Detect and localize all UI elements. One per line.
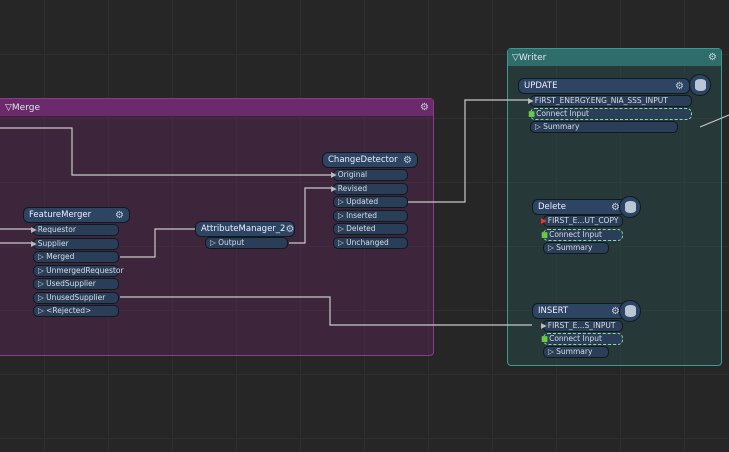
input-port-arrow-icon: ▶ — [528, 96, 534, 105]
gear-icon[interactable]: ⚙ — [285, 223, 295, 235]
port-label: Revised — [337, 183, 368, 193]
port[interactable]: ▷ Merged — [33, 251, 119, 263]
node-title: INSERT — [538, 306, 569, 316]
port-label: Connect Input — [536, 109, 589, 118]
port-label: ▷ UnmergedRequestor — [38, 265, 124, 275]
port-label: ▷ Output — [210, 238, 245, 247]
connection — [289, 187, 333, 244]
connect-input-icon: ■ — [528, 109, 536, 118]
port[interactable]: ▷ Deleted — [333, 223, 408, 235]
node-title: ChangeDetector — [328, 155, 398, 165]
port-label: FIRST_ENERGY.ENG_NIA_SSS_INPUT — [534, 96, 668, 105]
port-label: ▷ Inserted — [338, 210, 378, 220]
gear-icon[interactable]: ⚙ — [611, 305, 620, 317]
gear-icon[interactable]: ⚙ — [420, 102, 429, 113]
port[interactable]: ▷ Updated — [333, 196, 408, 208]
node-attribute-manager[interactable]: AttributeManager_2⚙ — [195, 221, 295, 237]
node-insert[interactable]: INSERT ⚙ — [532, 303, 626, 319]
node-title: UPDATE — [524, 81, 558, 91]
port[interactable]: ▷ Summary — [543, 242, 609, 254]
connection — [120, 228, 195, 258]
port[interactable]: ▷ UnusedSupplier — [33, 291, 119, 304]
port-label: Requestor — [37, 225, 76, 234]
bookmark-title: ▽Writer — [512, 52, 547, 63]
input-port-arrow-icon: ▶ — [31, 225, 37, 234]
database-writer-icon — [619, 196, 641, 218]
input-port-arrow-icon: ▶ — [31, 238, 37, 248]
port-label: ▷ <Rejected> — [38, 306, 92, 315]
port[interactable]: ▷ UnmergedRequestor — [33, 264, 124, 277]
input-port-arrow-icon: ▶ — [331, 183, 337, 193]
port[interactable]: ▷ Output — [205, 237, 288, 249]
gear-icon[interactable]: ⚙ — [611, 201, 620, 213]
port[interactable]: ▶Revised — [331, 182, 408, 195]
input-port-arrow-icon: ▶ — [331, 170, 337, 179]
port[interactable]: ▷ <Rejected> — [33, 305, 119, 317]
node-title: FeatureMerger — [29, 210, 92, 220]
gear-icon[interactable]: ⚙ — [115, 209, 124, 221]
connect-input-icon: ■ — [541, 229, 549, 239]
gear-icon[interactable]: ⚙ — [708, 52, 717, 63]
node-title: Delete — [538, 202, 566, 212]
connect-input-icon: ■ — [541, 334, 549, 343]
port[interactable]: ▷ Inserted — [333, 209, 408, 222]
port[interactable]: ▷ UsedSupplier — [33, 278, 119, 290]
port[interactable]: ■Connect Input — [541, 228, 623, 241]
port[interactable]: ■Connect Input — [528, 108, 692, 120]
port-label: Connect Input — [549, 334, 602, 343]
port[interactable]: ▶FIRST_E...S_INPUT — [541, 320, 623, 332]
port-label: ▷ Updated — [338, 197, 379, 206]
port[interactable]: ▷ Summary — [543, 346, 609, 358]
port-label: ▷ Unchanged — [338, 237, 389, 247]
node-change-detector[interactable]: ChangeDetector ⚙ — [322, 152, 418, 168]
port-label: ▷ UsedSupplier — [38, 279, 96, 288]
database-writer-icon — [689, 74, 711, 96]
port-label: Connect Input — [549, 229, 602, 239]
port-label: ▷ UnusedSupplier — [38, 292, 106, 302]
port-label: ▷ Summary — [548, 347, 593, 356]
node-title: AttributeManager_2 — [201, 224, 286, 234]
port-label: ▷ Deleted — [338, 224, 376, 233]
input-port-arrow-icon: ▶ — [541, 321, 547, 330]
port[interactable]: ▶FIRST_E...UT_COPY — [541, 215, 623, 227]
port[interactable]: ▶Original — [331, 169, 408, 181]
port[interactable]: ▷ Unchanged — [333, 236, 408, 249]
connection — [0, 127, 333, 176]
port-label: FIRST_E...S_INPUT — [547, 321, 616, 330]
port-label: ▷ Summary — [548, 243, 593, 252]
node-update[interactable]: UPDATE ⚙ — [518, 78, 690, 94]
port-label: ▷ Merged — [38, 252, 75, 261]
port[interactable]: ▷ Summary — [530, 121, 678, 133]
port[interactable]: ▶Requestor — [31, 224, 119, 236]
gear-icon[interactable]: ⚙ — [403, 154, 412, 166]
port[interactable]: ▶FIRST_ENERGY.ENG_NIA_SSS_INPUT — [528, 95, 692, 107]
port-label: ▷ Summary — [535, 122, 580, 131]
input-port-arrow-icon: ▶ — [541, 216, 547, 225]
connection — [699, 114, 729, 128]
port-label: FIRST_E...UT_COPY — [547, 216, 619, 225]
connection — [408, 99, 530, 203]
node-feature-merger[interactable]: FeatureMerger ⚙ — [23, 207, 130, 223]
port-label: Original — [337, 170, 368, 179]
connection — [120, 296, 532, 326]
database-writer-icon — [619, 300, 641, 322]
bookmark-title: ▽Merge — [5, 102, 41, 113]
node-delete[interactable]: Delete ⚙ — [532, 199, 626, 215]
gear-icon[interactable]: ⚙ — [675, 80, 684, 92]
port[interactable]: ▶Supplier — [31, 237, 119, 250]
port[interactable]: ■Connect Input — [541, 333, 623, 345]
port-label: Supplier — [37, 238, 69, 248]
